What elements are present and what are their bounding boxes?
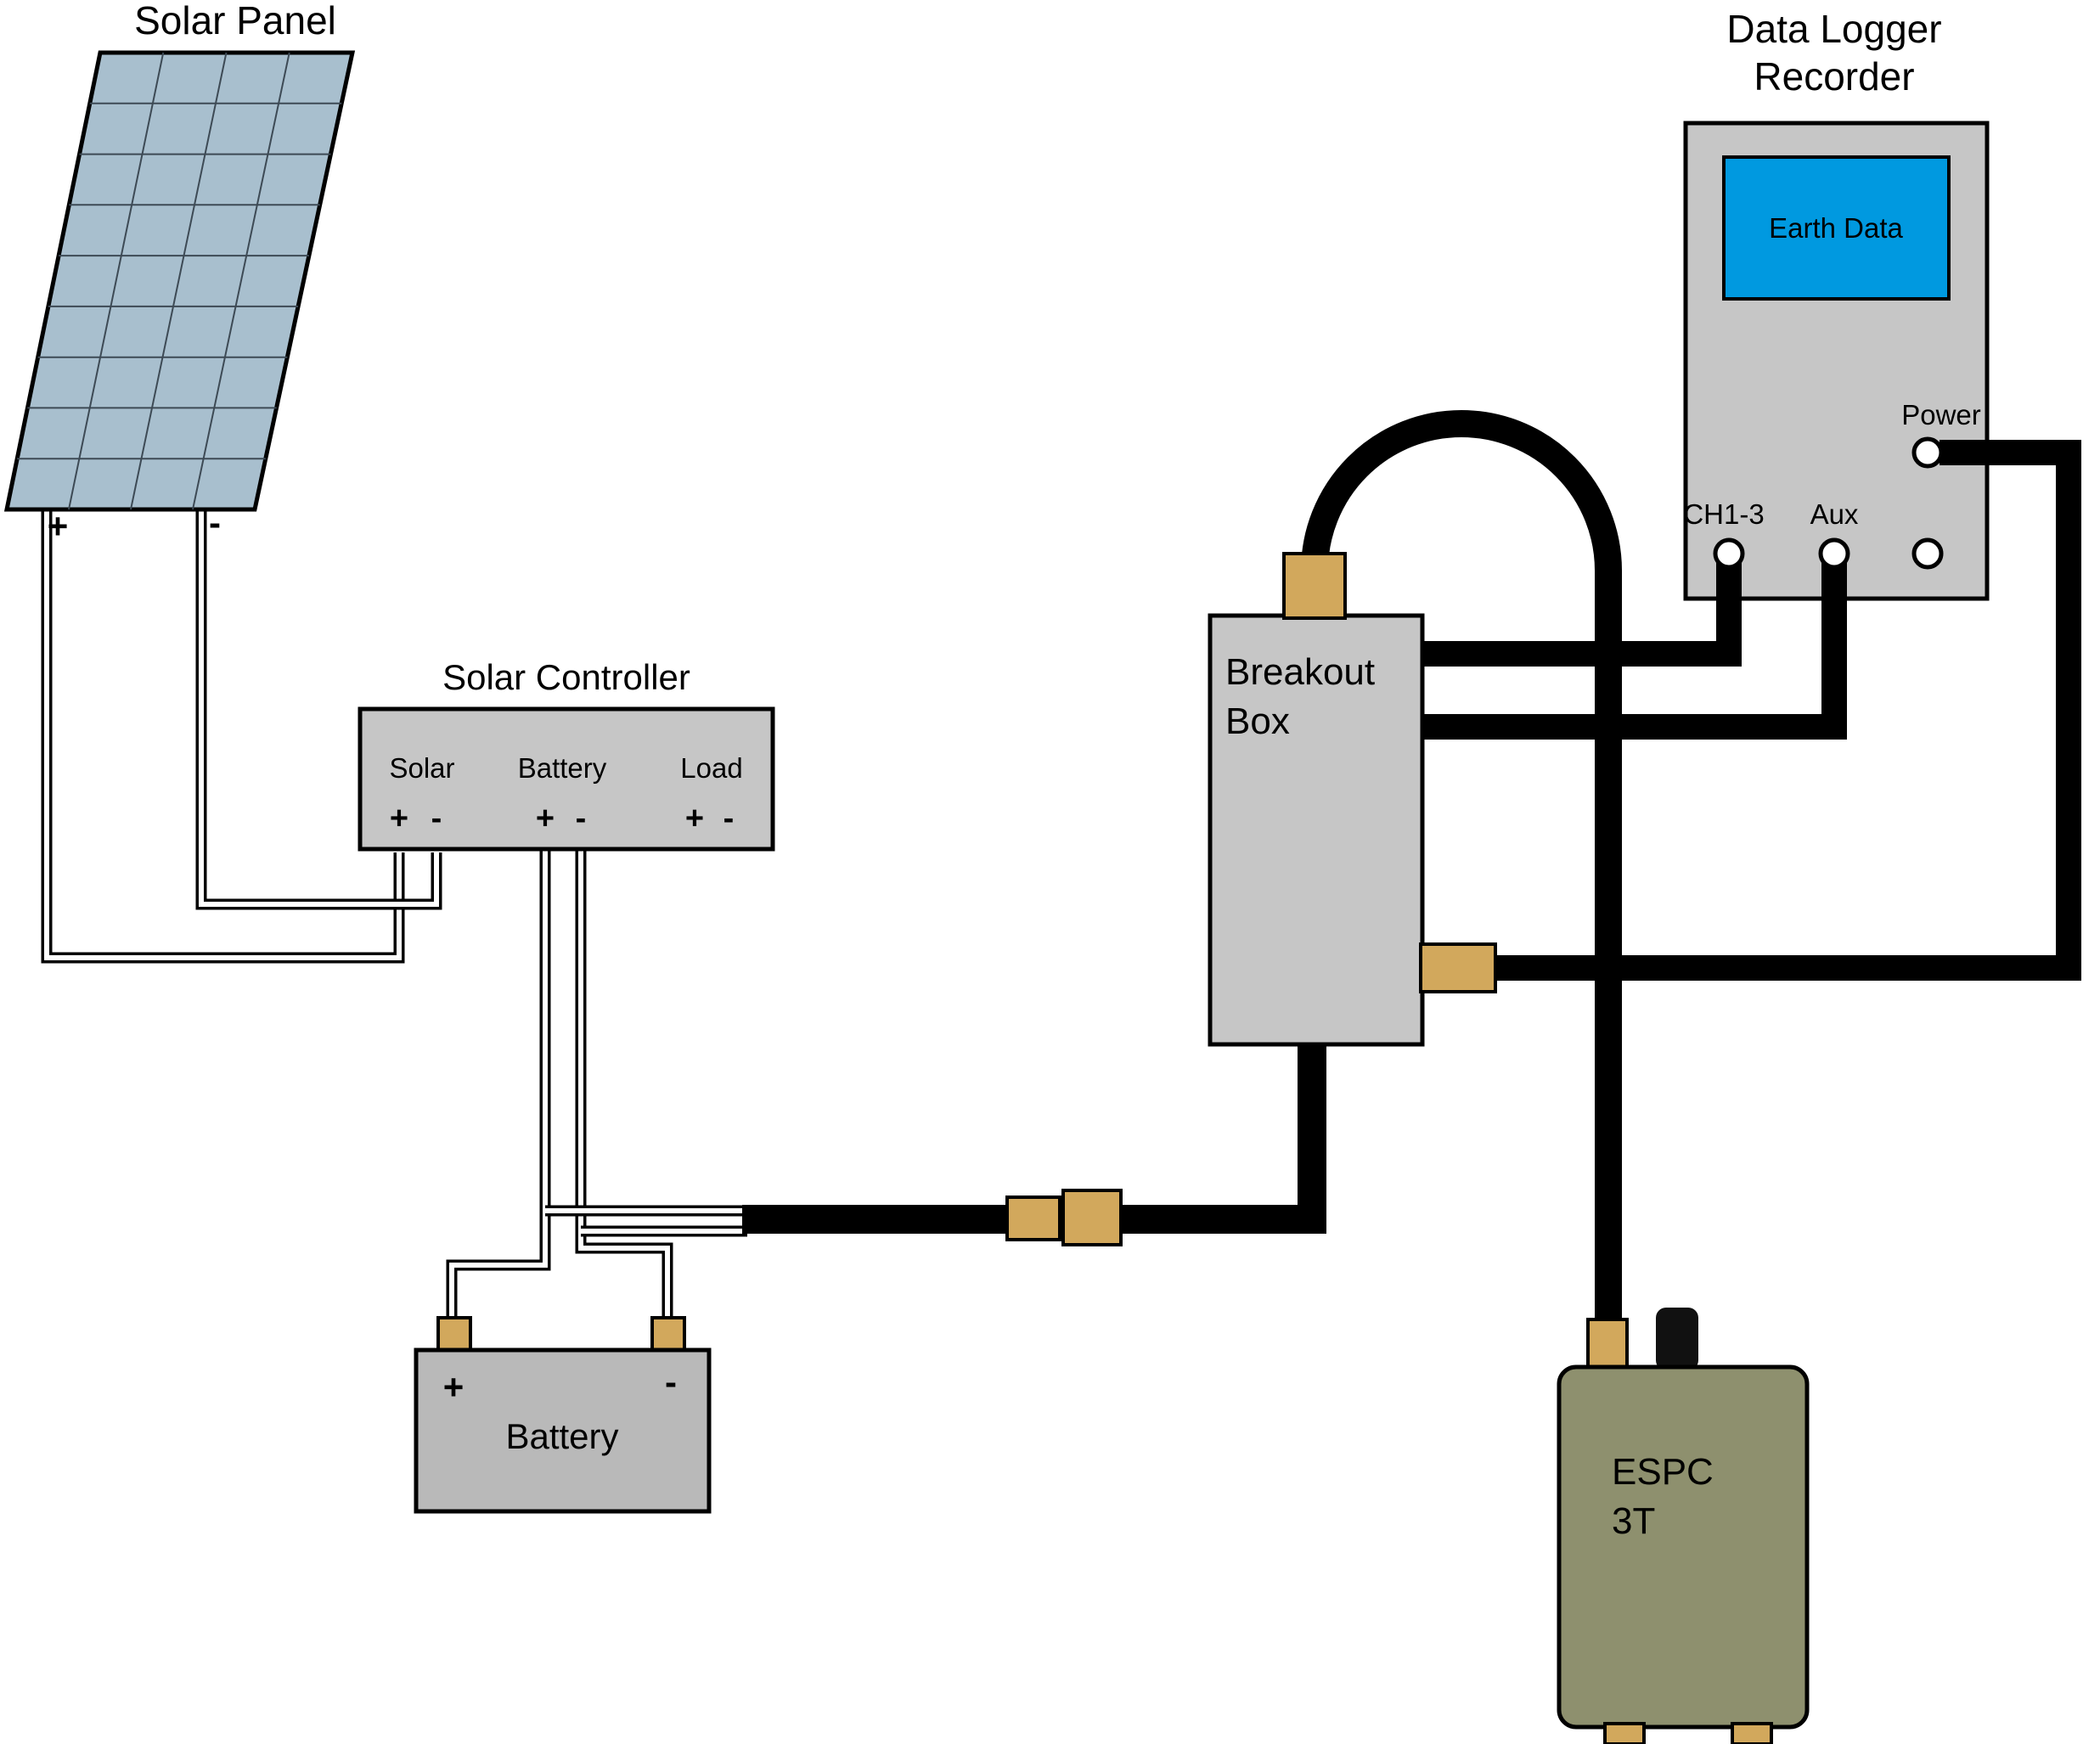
ch1-3-port: [1713, 537, 1745, 570]
data-logger-screen: [1722, 155, 1951, 301]
terminal-battery: Battery + -: [518, 752, 607, 836]
terminal-load: Load + -: [680, 752, 742, 836]
wire-solar-minus: [195, 509, 442, 910]
thin-wires: [41, 509, 747, 1321]
solar-panel: Solar Panel + -: [3, 0, 356, 546]
terminal-solar-name: Solar: [389, 752, 454, 784]
aux-port: [1818, 537, 1850, 570]
cable-breakout-to-power: [1444, 440, 2081, 981]
terminal-solar-minus: -: [431, 801, 442, 836]
spare-port: [1911, 537, 1944, 570]
wire-battery-minus: [575, 847, 673, 1321]
data-logger-title-line2: Recorder: [1754, 54, 1914, 98]
terminal-solar: Solar + -: [389, 752, 454, 836]
inline-connector-left: [1005, 1195, 1061, 1241]
espc-label-line1: ESPC: [1612, 1451, 1714, 1493]
terminal-load-name: Load: [680, 752, 742, 784]
cable-breakout-to-ch1-3: [1410, 554, 1742, 667]
power-port-label: Power: [1901, 399, 1981, 430]
power-port: [1911, 436, 1944, 469]
terminal-battery-name: Battery: [518, 752, 607, 784]
espc-bottom-connector-left: [1603, 1722, 1646, 1744]
breakout-box-label-line1: Breakout: [1225, 651, 1375, 693]
solar-panel-minus-sign: -: [209, 503, 221, 543]
cable-breakout-to-aux: [1410, 554, 1847, 740]
breakout-box: Breakout Box: [1208, 613, 1425, 1047]
aux-port-label: Aux: [1810, 498, 1859, 530]
breakout-right-connector: [1419, 942, 1497, 993]
espc-bottom-connector-right: [1731, 1722, 1773, 1744]
solar-panel-label: Solar Panel: [134, 0, 336, 42]
terminal-battery-plus: +: [536, 801, 555, 836]
solar-controller-label: Solar Controller: [442, 657, 690, 697]
cable-breakout-to-espc-sensor: [1301, 410, 1622, 1325]
solar-panel-plus-sign: +: [48, 506, 69, 546]
battery-body: [414, 1347, 712, 1514]
data-logger-screen-text: Earth Data: [1769, 212, 1903, 244]
terminal-load-plus: +: [685, 801, 704, 836]
data-logger: Data Logger Recorder Earth Data Power CH…: [1683, 7, 1990, 601]
wire-battery-plus: [446, 847, 551, 1321]
wire-solar-plus: [41, 509, 405, 964]
breakout-top-connector: [1282, 552, 1347, 620]
battery-minus-sign: -: [665, 1362, 677, 1402]
solar-panel-body: [3, 50, 356, 512]
espc-cap: [1656, 1308, 1698, 1370]
breakout-box-body: [1208, 613, 1425, 1047]
breakout-box-label-line2: Box: [1225, 700, 1290, 742]
solar-controller-body: [358, 706, 775, 852]
espc-top-connector: [1586, 1318, 1629, 1372]
battery-plus-sign: +: [443, 1367, 464, 1407]
data-logger-ports: [1713, 436, 1944, 570]
cable-power-to-breakout-box: [742, 1019, 1326, 1234]
thick-cables: [742, 410, 2081, 1325]
cable-connectors: [1005, 552, 1497, 1246]
solar-panel-grid: [17, 52, 342, 510]
terminal-battery-minus: -: [576, 801, 587, 836]
solar-controller: Solar Controller Solar + - Battery + - L…: [358, 657, 775, 852]
espc-body: [1557, 1364, 1810, 1730]
battery-label: Battery: [505, 1416, 618, 1456]
terminal-solar-plus: +: [390, 801, 408, 836]
espc-label-line2: 3T: [1612, 1500, 1655, 1542]
battery: + - Battery: [414, 1316, 712, 1514]
terminal-load-minus: -: [723, 801, 735, 836]
espc-sensor: ESPC 3T: [1557, 1308, 1810, 1744]
data-logger-title-line1: Data Logger: [1726, 7, 1941, 51]
inline-connector-right: [1061, 1189, 1123, 1246]
ch1-3-port-label: CH1-3: [1683, 498, 1764, 530]
